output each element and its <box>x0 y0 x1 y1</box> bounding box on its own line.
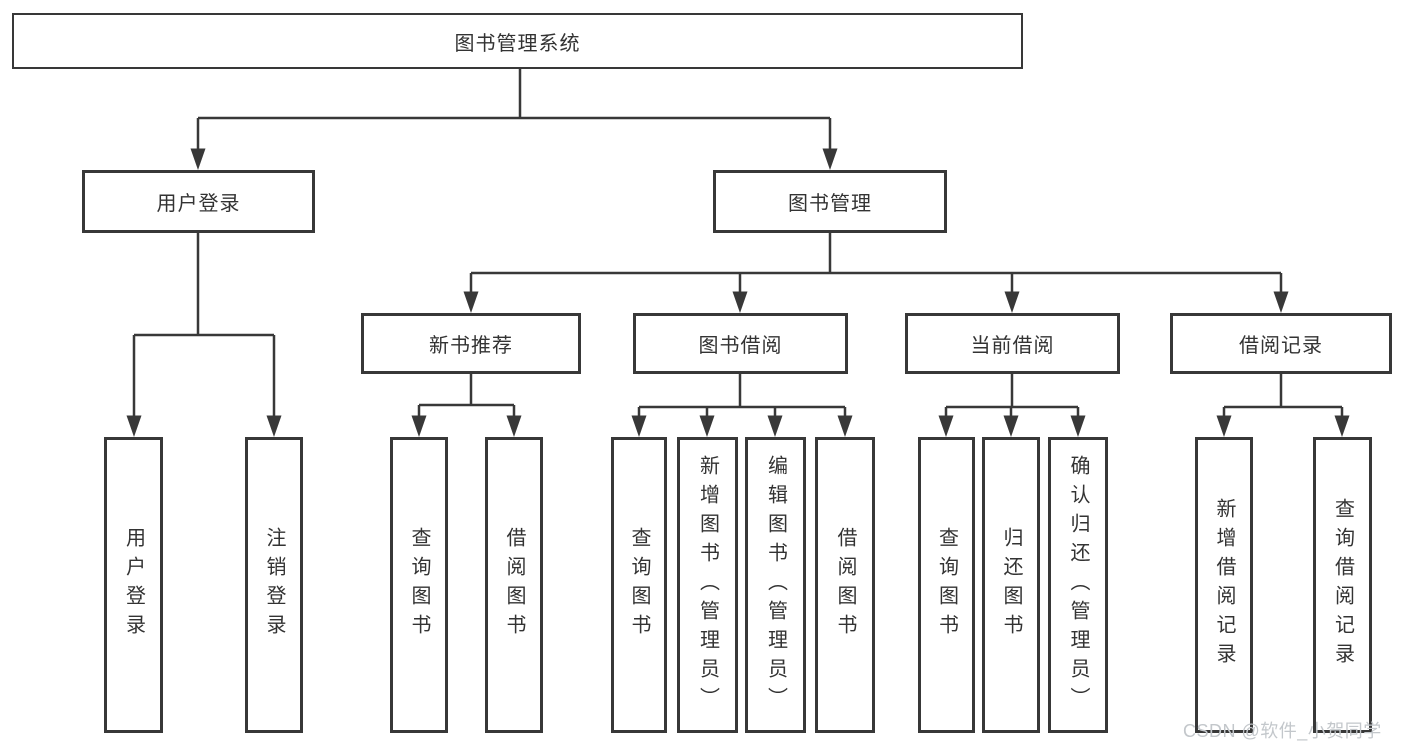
arrow-down-icon <box>1273 291 1289 313</box>
leaf-label: 借阅图书 <box>503 527 525 643</box>
arrowheads <box>126 148 1350 437</box>
leaf-query-books-recommend: 查询图书 <box>390 437 448 733</box>
connector-current-borrow-to-children <box>944 374 1080 418</box>
connector-user-login-to-children <box>132 233 276 418</box>
csdn-watermark: CSDN @软件_小贺同学 <box>1183 721 1382 741</box>
node-new-book-recommend: 新书推荐 <box>361 313 581 374</box>
leaf-borrow-books: 借阅图书 <box>815 437 875 733</box>
leaf-add-books-admin: 新增图书（管理员） <box>677 437 738 733</box>
arrow-down-icon <box>631 415 647 437</box>
leaf-borrow-books-recommend: 借阅图书 <box>485 437 543 733</box>
arrow-down-icon <box>1070 415 1086 437</box>
leaf-label: 确认归还（管理员） <box>1067 454 1089 716</box>
leaf-label: 编辑图书（管理员） <box>764 454 787 716</box>
arrow-down-icon <box>1216 415 1232 437</box>
leaf-label: 查询图书 <box>628 527 650 643</box>
leaf-label: 查询借阅记录 <box>1331 498 1354 672</box>
leaf-return-books: 归还图书 <box>982 437 1040 733</box>
arrow-down-icon <box>506 415 522 437</box>
leaf-user-login: 用户登录 <box>104 437 163 733</box>
arrow-down-icon <box>1003 415 1019 437</box>
node-book-borrowing: 图书借阅 <box>633 313 848 374</box>
connector-new-book-to-children <box>417 374 516 418</box>
connector-borrow-record-to-children <box>1222 374 1344 418</box>
node-user-login: 用户登录 <box>82 170 315 233</box>
arrow-down-icon <box>837 415 853 437</box>
arrow-down-icon <box>1004 291 1020 313</box>
leaf-query-borrow-record: 查询借阅记录 <box>1313 437 1372 733</box>
connector-book-borrow-to-children <box>637 374 847 418</box>
leaf-add-borrow-record: 新增借阅记录 <box>1195 437 1253 733</box>
arrow-down-icon <box>822 148 838 170</box>
leaf-confirm-return-admin: 确认归还（管理员） <box>1048 437 1108 733</box>
leaf-label: 新增图书（管理员） <box>696 454 719 716</box>
arrow-down-icon <box>190 148 206 170</box>
leaf-query-books-current: 查询图书 <box>918 437 975 733</box>
leaf-label: 注销登录 <box>263 527 285 643</box>
arrow-down-icon <box>699 415 715 437</box>
leaf-logout: 注销登录 <box>245 437 303 733</box>
arrow-down-icon <box>266 415 282 437</box>
arrow-down-icon <box>463 291 479 313</box>
leaf-query-books-borrowing: 查询图书 <box>611 437 667 733</box>
node-root-library-system: 图书管理系统 <box>12 13 1023 69</box>
leaf-label: 归还图书 <box>1000 527 1022 643</box>
leaf-label: 用户登录 <box>122 527 145 643</box>
node-current-borrowing: 当前借阅 <box>905 313 1120 374</box>
node-borrow-records: 借阅记录 <box>1170 313 1392 374</box>
node-book-management: 图书管理 <box>713 170 947 233</box>
leaf-label: 查询图书 <box>408 527 430 643</box>
connector-root-to-level2 <box>196 69 832 151</box>
arrow-down-icon <box>1334 415 1350 437</box>
arrow-down-icon <box>126 415 142 437</box>
arrow-down-icon <box>938 415 954 437</box>
leaf-edit-books-admin: 编辑图书（管理员） <box>745 437 806 733</box>
arrow-down-icon <box>411 415 427 437</box>
leaf-label: 新增借阅记录 <box>1213 498 1235 672</box>
leaf-label: 借阅图书 <box>834 527 856 643</box>
arrow-down-icon <box>732 291 748 313</box>
connector-book-mgmt-to-level3 <box>469 233 1283 294</box>
arrow-down-icon <box>767 415 783 437</box>
leaf-label: 查询图书 <box>935 527 958 643</box>
